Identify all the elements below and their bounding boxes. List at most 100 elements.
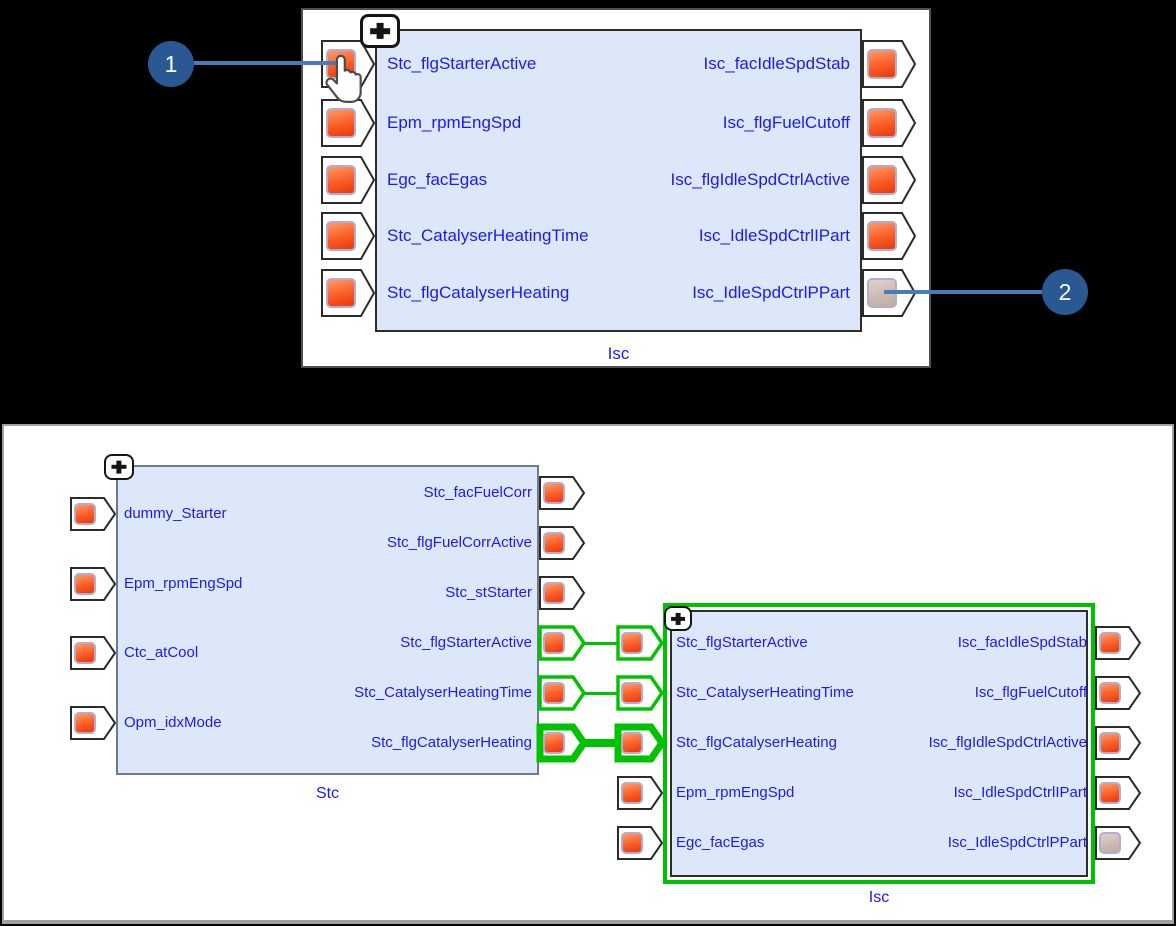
input-port-Egc_facEgas[interactable]: [617, 826, 664, 860]
output-port-Isc_facIdleSpdStab[interactable]: [862, 40, 917, 88]
input-label-Stc_CatalyserHeatingTime: Stc_CatalyserHeatingTime: [676, 684, 854, 701]
pin-orange-square: [621, 682, 643, 704]
output-port-Isc_flgIdleSpdCtrlActive[interactable]: [1095, 726, 1142, 760]
callout-1-line: [194, 61, 340, 65]
output-label-Isc_facIdleSpdStab: Isc_facIdleSpdStab: [703, 54, 850, 73]
input-port-Stc_flgStarterActive[interactable]: [616, 625, 665, 661]
output-port-Isc_flgIdleSpdCtrlActive[interactable]: [862, 156, 917, 204]
input-port-Stc_flgCatalyserHeating[interactable]: [614, 723, 667, 763]
block-Isc[interactable]: [375, 29, 862, 332]
input-label-Egc_facEgas: Egc_facEgas: [676, 834, 765, 851]
pin-orange-square: [621, 632, 643, 654]
hand-cursor-icon: [325, 54, 362, 103]
pin-orange-square: [621, 782, 643, 804]
pin-orange-square: [543, 482, 565, 504]
output-port-Isc_IdleSpdCtrlIPart[interactable]: [1095, 776, 1142, 810]
pin-gray-square: [1099, 832, 1121, 854]
input-port-Epm_rpmEngSpd[interactable]: [321, 99, 376, 147]
pin-orange-square: [867, 49, 897, 79]
output-label-Isc_IdleSpdCtrlPPart: Isc_IdleSpdCtrlPPart: [692, 283, 850, 302]
output-port-Isc_facIdleSpdStab[interactable]: [1095, 626, 1142, 660]
pin-orange-square: [326, 108, 356, 138]
output-label-Stc_flgStarterActive: Stc_flgStarterActive: [400, 634, 532, 651]
input-label-Stc_flgCatalyserHeating: Stc_flgCatalyserHeating: [387, 283, 570, 302]
pin-orange-square: [74, 503, 96, 525]
input-label-Stc_flgCatalyserHeating: Stc_flgCatalyserHeating: [676, 734, 837, 751]
pin-orange-square: [621, 832, 643, 854]
pin-orange-square: [74, 642, 96, 664]
output-port-Isc_flgFuelCutoff[interactable]: [1095, 676, 1142, 710]
connection-Stc.Stc_flgStarterActive-to-Isc.Stc_flgStarterActive[interactable]: [582, 641, 624, 645]
input-port-Stc_flgCatalyserHeating[interactable]: [321, 269, 376, 317]
callout-2-badge: 2: [1042, 269, 1088, 315]
input-port-Epm_rpmEngSpd[interactable]: [617, 776, 664, 810]
output-label-Isc_IdleSpdCtrlIPart: Isc_IdleSpdCtrlIPart: [698, 226, 850, 245]
input-label-Stc_flgStarterActive: Stc_flgStarterActive: [387, 54, 537, 73]
output-label-Stc_flgCatalyserHeating: Stc_flgCatalyserHeating: [371, 734, 532, 751]
input-label-Opm_idxMode: Opm_idxMode: [124, 714, 222, 731]
plus-icon-Isc[interactable]: [360, 14, 400, 48]
pin-orange-square: [1099, 732, 1121, 754]
pin-orange-square: [326, 278, 356, 308]
input-port-Egc_facEgas[interactable]: [321, 156, 376, 204]
pin-orange-square: [1099, 782, 1121, 804]
input-label-Epm_rpmEngSpd: Epm_rpmEngSpd: [387, 113, 522, 132]
input-label-Egc_facEgas: Egc_facEgas: [387, 170, 488, 189]
connection-Stc.Stc_CatalyserHeatingTime-to-Isc.Stc_CatalyserHeatingTime[interactable]: [582, 691, 624, 695]
output-port-Isc_flgFuelCutoff[interactable]: [862, 99, 917, 147]
output-port-Stc_flgStarterActive[interactable]: [538, 625, 587, 661]
input-port-dummy_Starter[interactable]: [70, 497, 117, 531]
input-label-Epm_rpmEngSpd: Epm_rpmEngSpd: [124, 575, 243, 592]
callout-2-number: 2: [1058, 278, 1072, 305]
pin-orange-square: [543, 632, 565, 654]
pin-orange-square: [1099, 682, 1121, 704]
output-port-Isc_IdleSpdCtrlPPart[interactable]: [1095, 826, 1142, 860]
block-title-Isc: Isc: [868, 889, 890, 906]
block-Isc[interactable]: [670, 610, 1088, 877]
pin-orange-square: [1099, 632, 1121, 654]
plus-icon-Isc[interactable]: [664, 606, 692, 631]
input-port-Stc_CatalyserHeatingTime[interactable]: [321, 212, 376, 260]
callout-1-badge: 1: [148, 41, 194, 87]
input-label-dummy_Starter: dummy_Starter: [124, 505, 227, 522]
pin-orange-square: [326, 165, 356, 195]
input-label-Ctc_atCool: Ctc_atCool: [124, 644, 199, 661]
output-label-Stc_stStarter: Stc_stStarter: [445, 584, 532, 601]
connection-Stc.Stc_flgCatalyserHeating-to-Isc.Stc_flgCatalyserHeating[interactable]: [582, 739, 624, 747]
input-port-Ctc_atCool[interactable]: [70, 636, 117, 670]
output-label-Isc_flgFuelCutoff: Isc_flgFuelCutoff: [974, 684, 1087, 701]
input-port-Opm_idxMode[interactable]: [70, 706, 117, 740]
output-port-Stc_stStarter[interactable]: [539, 576, 586, 610]
pin-orange-square: [543, 582, 565, 604]
output-port-Stc_flgFuelCorrActive[interactable]: [539, 526, 586, 560]
callout-2-line: [884, 290, 1042, 294]
input-label-Epm_rpmEngSpd: Epm_rpmEngSpd: [676, 784, 795, 801]
output-label-Stc_flgFuelCorrActive: Stc_flgFuelCorrActive: [386, 534, 532, 551]
block-title-Isc: Isc: [607, 344, 630, 363]
output-port-Stc_flgCatalyserHeating[interactable]: [536, 723, 589, 763]
output-label-Isc_flgIdleSpdCtrlActive: Isc_flgIdleSpdCtrlActive: [928, 734, 1087, 751]
pin-orange-square: [326, 221, 356, 251]
pin-orange-square: [74, 712, 96, 734]
pin-orange-square: [543, 532, 565, 554]
block-Stc[interactable]: [116, 465, 539, 775]
pin-orange-square: [543, 682, 565, 704]
output-label-Stc_facFuelCorr: Stc_facFuelCorr: [423, 484, 532, 501]
input-port-Epm_rpmEngSpd[interactable]: [70, 567, 117, 601]
input-label-Stc_CatalyserHeatingTime: Stc_CatalyserHeatingTime: [387, 226, 589, 245]
output-label-Isc_flgFuelCutoff: Isc_flgFuelCutoff: [722, 113, 850, 132]
output-label-Isc_IdleSpdCtrlIPart: Isc_IdleSpdCtrlIPart: [953, 784, 1087, 801]
pin-orange-square: [621, 732, 643, 754]
pin-orange-square: [543, 732, 565, 754]
pin-orange-square: [74, 573, 96, 595]
pin-orange-square: [867, 221, 897, 251]
output-port-Stc_facFuelCorr[interactable]: [539, 476, 586, 510]
pin-orange-square: [867, 108, 897, 138]
output-port-Stc_CatalyserHeatingTime[interactable]: [538, 675, 587, 711]
input-port-Stc_CatalyserHeatingTime[interactable]: [616, 675, 665, 711]
output-port-Isc_IdleSpdCtrlIPart[interactable]: [862, 212, 917, 260]
output-label-Isc_facIdleSpdStab: Isc_facIdleSpdStab: [957, 634, 1087, 651]
plus-icon-Stc[interactable]: [104, 454, 134, 480]
